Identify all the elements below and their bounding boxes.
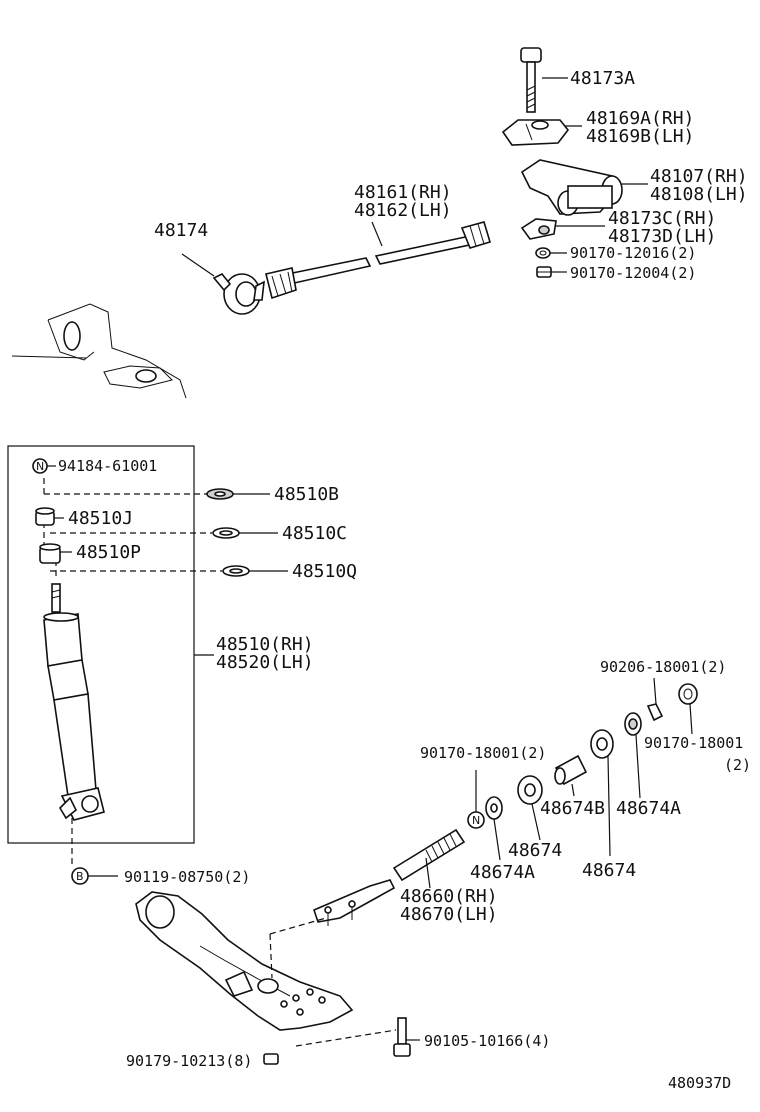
bolt-90105 bbox=[393, 1017, 411, 1057]
washer-48510c bbox=[212, 527, 240, 539]
label-48674-front: 48674 bbox=[508, 840, 562, 861]
label-48169b: 48169B(LH) bbox=[586, 126, 694, 147]
label-48510p: 48510P bbox=[76, 542, 141, 563]
washer-48674a-front bbox=[485, 796, 503, 820]
washer-48510b bbox=[206, 488, 234, 500]
svg-text:N: N bbox=[472, 814, 480, 827]
marker-b-90119: B bbox=[71, 867, 89, 885]
nut-90170-18001-rear bbox=[678, 683, 698, 705]
collar-48674b bbox=[554, 754, 588, 786]
label-48674a-rear: 48674A bbox=[616, 798, 681, 819]
label-94184: 94184-61001 bbox=[58, 457, 157, 475]
lower-control-arm bbox=[135, 891, 354, 1031]
bushing-48510j bbox=[35, 507, 55, 526]
bolt-48660 bbox=[392, 828, 466, 882]
label-48510c: 48510C bbox=[282, 523, 347, 544]
stud-bracket bbox=[313, 879, 396, 926]
label-48173c: 48173C(RH) bbox=[608, 208, 716, 229]
label-48674-rear: 48674 bbox=[582, 860, 636, 881]
label-90170-12016: 90170-12016(2) bbox=[570, 244, 696, 262]
label-48510j: 48510J bbox=[68, 508, 133, 529]
torsion-bar-48161 bbox=[265, 221, 491, 300]
label-48520-lh: 48520(LH) bbox=[216, 652, 314, 673]
label-90170-18001-b-qty: (2) bbox=[724, 756, 751, 774]
svg-text:B: B bbox=[76, 870, 84, 883]
label-48169a: 48169A(RH) bbox=[586, 108, 694, 129]
label-90105: 90105-10166(4) bbox=[424, 1032, 550, 1050]
nut-90179 bbox=[263, 1053, 279, 1065]
bushing-48510p bbox=[39, 543, 61, 564]
frame-bracket bbox=[11, 303, 187, 399]
washer-48510q bbox=[222, 565, 250, 577]
label-48174: 48174 bbox=[154, 220, 208, 241]
svg-text:N: N bbox=[36, 460, 44, 473]
anchor-48174 bbox=[212, 272, 265, 315]
label-48161: 48161(RH) bbox=[354, 182, 452, 203]
cap-48173c bbox=[520, 218, 557, 240]
nut-90170-12016 bbox=[535, 247, 551, 259]
label-90206: 90206-18001(2) bbox=[600, 658, 726, 676]
label-90170-18001-a: 90170-18001(2) bbox=[420, 744, 546, 762]
shock-absorber-48510 bbox=[43, 583, 105, 821]
cap-48169 bbox=[501, 119, 570, 146]
label-48510b: 48510B bbox=[274, 484, 339, 505]
label-48108: 48108(LH) bbox=[650, 184, 748, 205]
label-48674a-front: 48674A bbox=[470, 862, 535, 883]
bolt-48173a bbox=[520, 47, 542, 113]
label-48670: 48670(LH) bbox=[400, 904, 498, 925]
label-48173a: 48173A bbox=[570, 68, 635, 89]
arm-48107 bbox=[520, 159, 623, 216]
bushing-48674-rear bbox=[590, 729, 614, 759]
cotter-pin-90206 bbox=[646, 703, 664, 722]
label-48162: 48162(LH) bbox=[354, 200, 452, 221]
washer-48674a-rear bbox=[624, 712, 642, 736]
bushing-48674-front bbox=[517, 775, 543, 805]
label-48173d: 48173D(LH) bbox=[608, 226, 716, 247]
marker-n-94184: N bbox=[32, 458, 48, 474]
label-48107: 48107(RH) bbox=[650, 166, 748, 187]
label-48674b: 48674B bbox=[540, 798, 605, 819]
diagram-id: 480937D bbox=[668, 1074, 731, 1092]
label-90170-12004: 90170-12004(2) bbox=[570, 264, 696, 282]
label-48510q: 48510Q bbox=[292, 561, 357, 582]
shock-absorber-group-box bbox=[7, 445, 195, 844]
label-48510-rh: 48510(RH) bbox=[216, 634, 314, 655]
label-90170-18001-b: 90170-18001 bbox=[644, 734, 743, 752]
marker-n-90170-18001: N bbox=[467, 811, 485, 829]
label-90119: 90119-08750(2) bbox=[124, 868, 250, 886]
label-48660: 48660(RH) bbox=[400, 886, 498, 907]
label-90179: 90179-10213(8) bbox=[126, 1052, 252, 1070]
washer-90170-12004 bbox=[536, 266, 552, 278]
